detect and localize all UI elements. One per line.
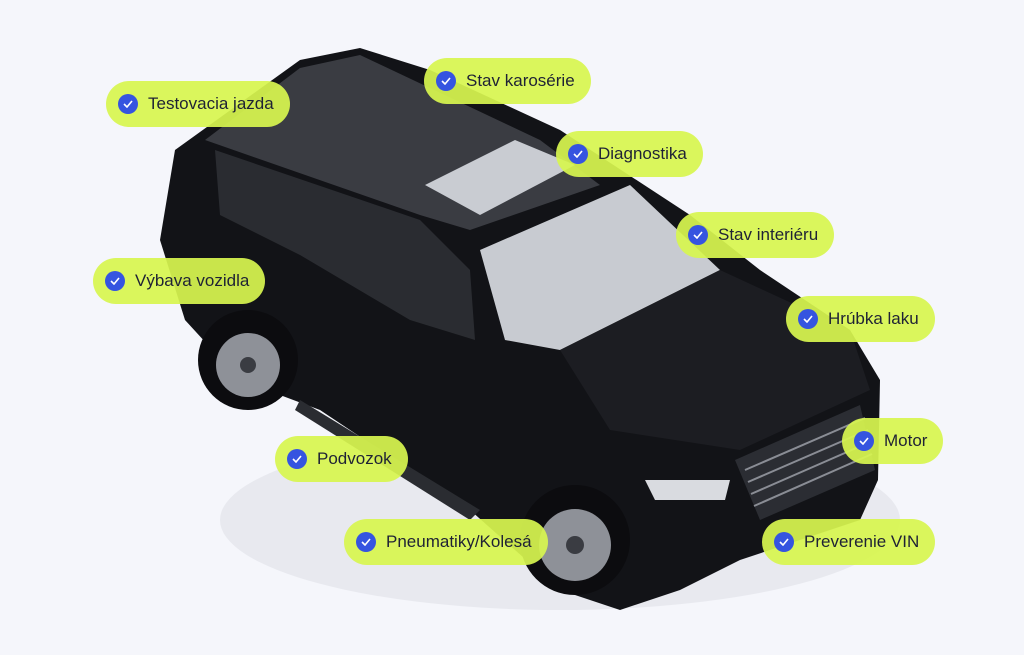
label-text: Motor (884, 431, 928, 450)
check-icon (854, 431, 874, 451)
label-diagnostika[interactable]: Diagnostika (556, 131, 703, 177)
check-icon (105, 271, 125, 291)
label-stav-karoserie[interactable]: Stav karosérie (424, 58, 591, 104)
check-icon (774, 532, 794, 552)
label-text: Pneumatiky/Kolesá (386, 532, 532, 551)
check-icon (118, 94, 138, 114)
label-motor[interactable]: Motor (842, 418, 944, 464)
label-stav-interieru[interactable]: Stav interiéru (676, 212, 835, 258)
label-vybava-vozidla[interactable]: Výbava vozidla (93, 258, 266, 304)
check-icon (436, 71, 456, 91)
label-podvozok[interactable]: Podvozok (275, 436, 408, 482)
label-text: Podvozok (317, 449, 392, 468)
check-icon (287, 449, 307, 469)
label-text: Výbava vozidla (135, 271, 250, 290)
label-testovacia-jazda[interactable]: Testovacia jazda (106, 81, 290, 127)
label-preverenie-vin[interactable]: Preverenie VIN (762, 519, 936, 565)
label-text: Stav interiéru (718, 225, 819, 244)
label-text: Preverenie VIN (804, 532, 920, 551)
check-icon (568, 144, 588, 164)
label-hrubka-laku[interactable]: Hrúbka laku (786, 296, 935, 342)
check-icon (798, 309, 818, 329)
label-text: Diagnostika (598, 144, 687, 163)
label-text: Hrúbka laku (828, 309, 919, 328)
check-icon (356, 532, 376, 552)
label-text: Stav karosérie (466, 71, 575, 90)
check-icon (688, 225, 708, 245)
label-pneumatiky-kolesa[interactable]: Pneumatiky/Kolesá (344, 519, 548, 565)
label-text: Testovacia jazda (148, 94, 274, 113)
